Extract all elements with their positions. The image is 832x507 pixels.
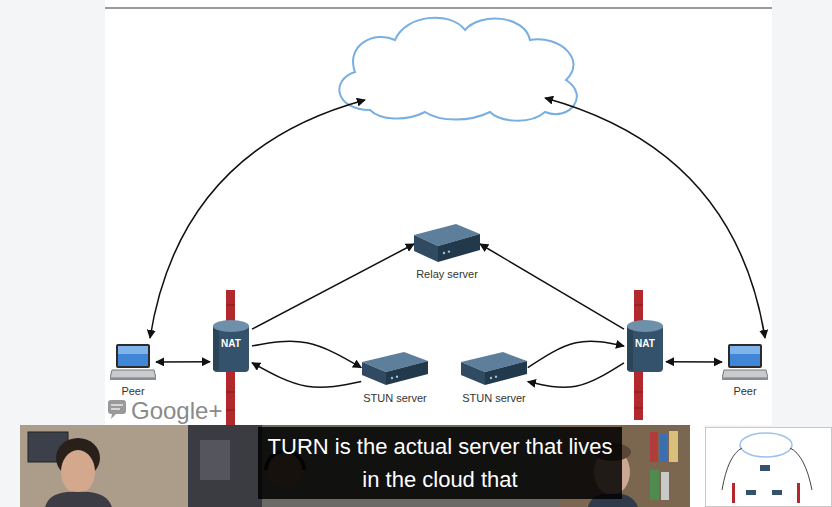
relay-server: Relay server [414, 220, 480, 280]
watermark-icon [108, 400, 126, 419]
stun-server: STUN server [361, 348, 429, 404]
laptop-icon [110, 343, 156, 381]
stun-icon [461, 348, 527, 388]
slide-ground [105, 0, 772, 425]
watermark-text: Google+ [128, 399, 225, 423]
stun-server: STUN server [460, 348, 528, 404]
node-label: Peer [733, 384, 756, 398]
connector-arrow [480, 244, 624, 329]
laptop-icon [722, 343, 768, 381]
relay-icon [414, 220, 480, 264]
node-label: NAT [635, 338, 655, 350]
connector-arrow [156, 361, 210, 363]
cloud-shape [339, 18, 576, 121]
video-thumbnail [188, 425, 262, 507]
node-label: Relay server [416, 267, 478, 281]
nat-router: NAT [624, 318, 666, 374]
connector-arrow [252, 244, 414, 329]
node-label: STUN server [462, 391, 526, 405]
video-thumbnail [690, 425, 832, 507]
node-label: STUN server [363, 391, 427, 405]
connector-arrow [528, 341, 624, 367]
slide-top-rule [105, 7, 772, 9]
node-label: NAT [221, 338, 241, 350]
video-thumbnail [20, 425, 188, 507]
peer-laptop: Peer [110, 343, 156, 397]
nat-router: NAT [210, 318, 252, 374]
stun-icon [362, 348, 428, 388]
peer-laptop: Peer [722, 343, 768, 397]
connector-arrow [252, 341, 361, 367]
subtitle-caption: TURN is the actual server that lives in … [258, 427, 622, 499]
connector-arrow [252, 363, 361, 388]
connector-arrow [528, 363, 624, 388]
node-label: Peer [121, 384, 144, 398]
connector-arrow [666, 361, 722, 363]
cloud-link-arrow [150, 100, 365, 338]
